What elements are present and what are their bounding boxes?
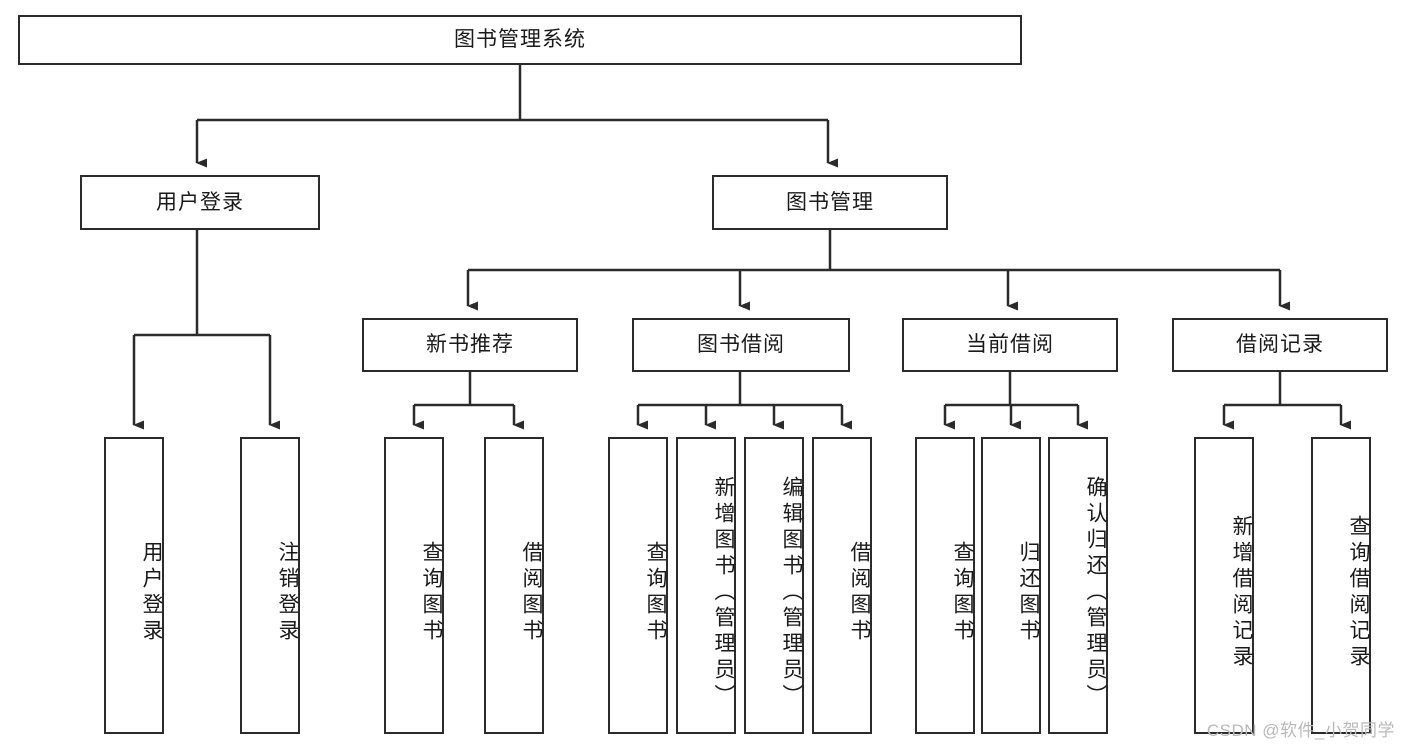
node-label: 图书管理系统: [454, 28, 586, 52]
node-borrow-record[interactable]: 借阅记录: [1172, 318, 1388, 372]
node-label: 编辑图书（管理员）: [780, 475, 803, 710]
node-book-borrow[interactable]: 图书借阅: [632, 318, 850, 372]
leaf-query-book-1[interactable]: 查询图书: [384, 437, 444, 734]
node-label: 当前借阅: [966, 333, 1054, 357]
leaf-query-book-2[interactable]: 查询图书: [608, 437, 668, 734]
leaf-confirm-return[interactable]: 确认归还（管理员）: [1048, 437, 1108, 734]
node-label: 查询图书: [951, 540, 974, 645]
leaf-logout-login[interactable]: 注销登录: [240, 437, 300, 734]
node-label: 归还图书: [1017, 540, 1040, 645]
leaf-user-login[interactable]: 用户登录: [104, 437, 164, 734]
node-label: 新增借阅记录: [1230, 514, 1253, 671]
node-label: 查询借阅记录: [1347, 514, 1370, 671]
node-root-system[interactable]: 图书管理系统: [18, 15, 1022, 65]
node-label: 图书管理: [786, 190, 874, 214]
node-label: 查询图书: [644, 540, 667, 645]
node-book-manage[interactable]: 图书管理: [712, 175, 948, 230]
node-label: 新书推荐: [426, 333, 514, 357]
leaf-add-book[interactable]: 新增图书（管理员）: [676, 437, 736, 734]
leaf-edit-book[interactable]: 编辑图书（管理员）: [744, 437, 804, 734]
node-label: 借阅图书: [520, 540, 543, 645]
node-label: 用户登录: [140, 540, 163, 645]
node-label: 注销登录: [276, 540, 299, 645]
leaf-borrow-book-1[interactable]: 借阅图书: [484, 437, 544, 734]
node-label: 图书借阅: [697, 333, 785, 357]
node-current-borrow[interactable]: 当前借阅: [902, 318, 1118, 372]
node-label: 借阅图书: [848, 540, 871, 645]
leaf-query-record[interactable]: 查询借阅记录: [1311, 437, 1371, 734]
node-new-book-recommend[interactable]: 新书推荐: [362, 318, 578, 372]
node-label: 查询图书: [420, 540, 443, 645]
node-label: 借阅记录: [1236, 333, 1324, 357]
leaf-borrow-book-2[interactable]: 借阅图书: [812, 437, 872, 734]
node-label: 用户登录: [156, 190, 244, 214]
node-user-login[interactable]: 用户登录: [80, 175, 320, 230]
leaf-query-book-3[interactable]: 查询图书: [915, 437, 975, 734]
node-label: 新增图书（管理员）: [712, 475, 735, 710]
node-label: 确认归还（管理员）: [1084, 475, 1107, 710]
csdn-watermark: CSDN @软件_小贺同学: [1206, 721, 1395, 740]
leaf-return-book[interactable]: 归还图书: [981, 437, 1041, 734]
leaf-add-record[interactable]: 新增借阅记录: [1194, 437, 1254, 734]
